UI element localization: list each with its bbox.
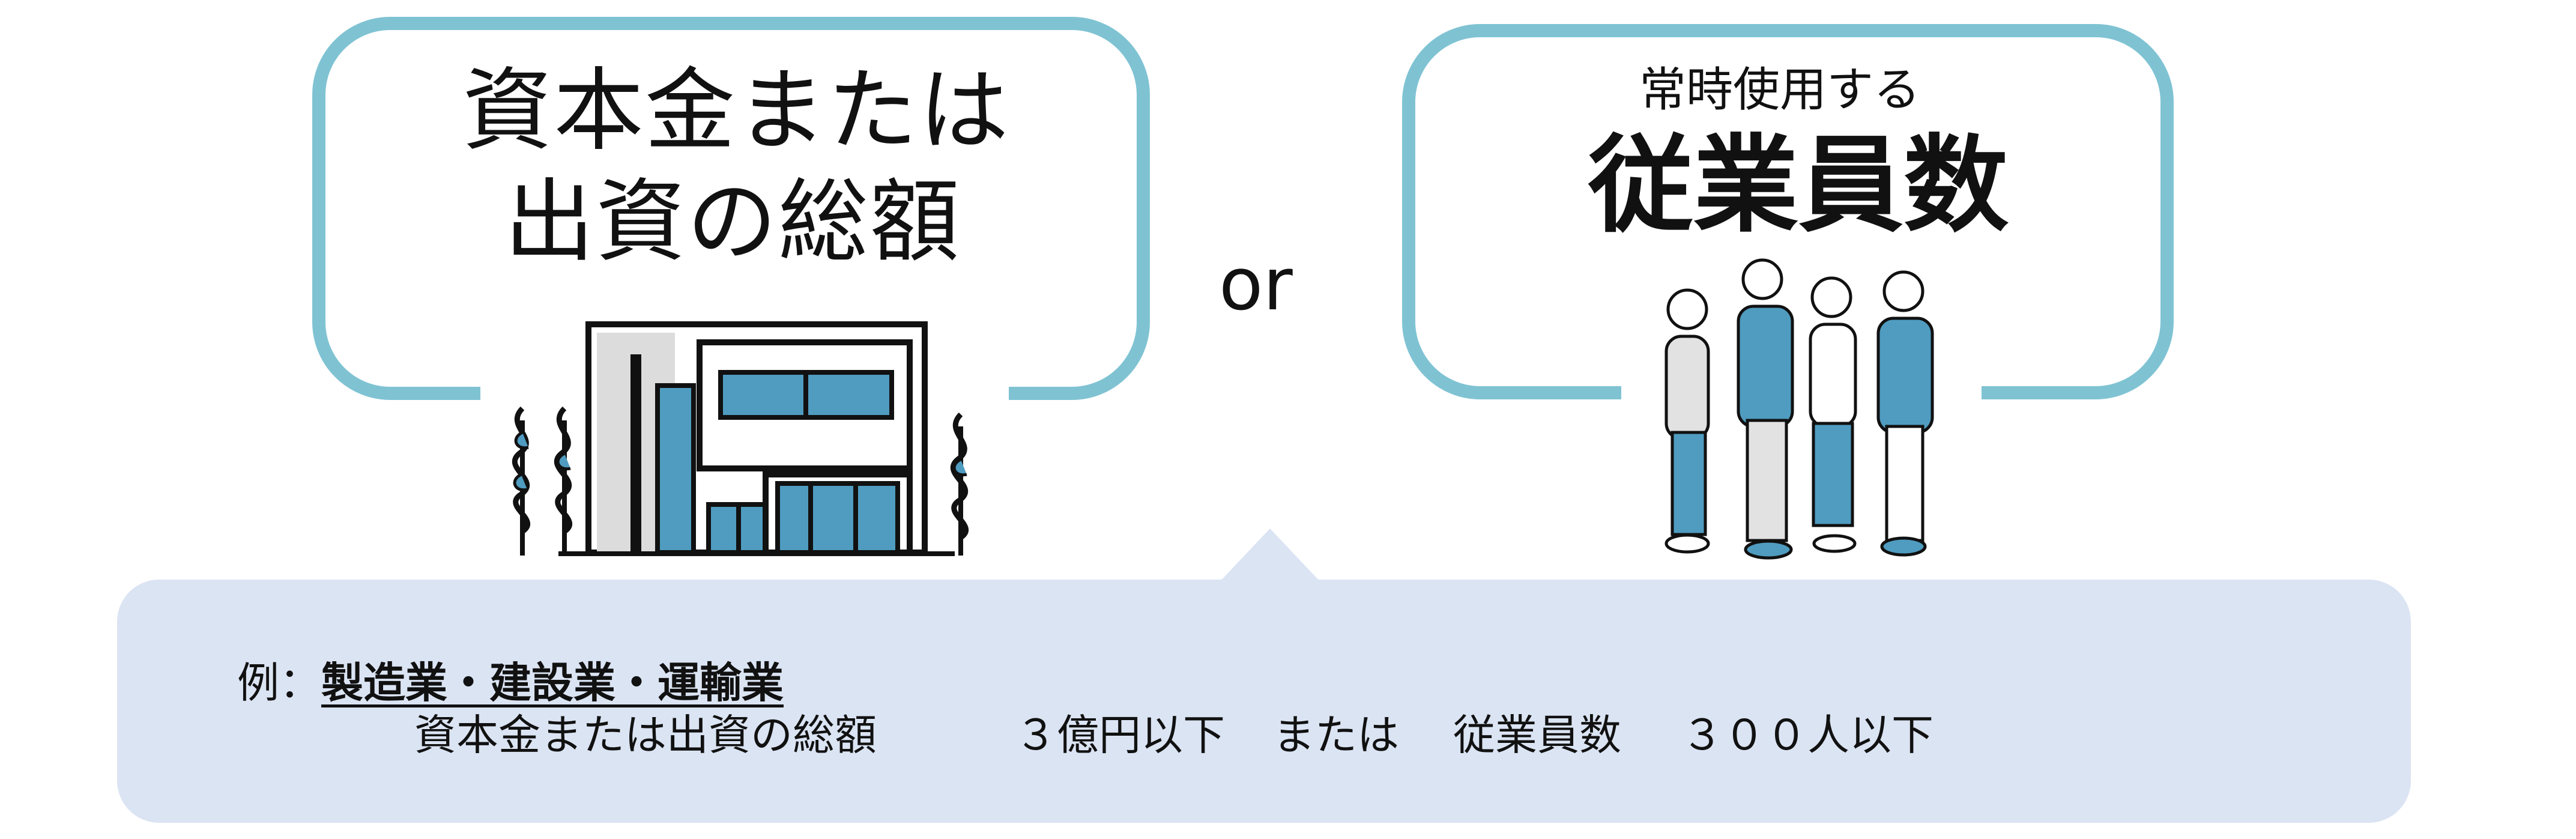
note-employee-label: 従業員数 <box>1453 710 1621 760</box>
left-card-line2: 出資の総額 <box>504 170 961 274</box>
note-box <box>117 580 2411 823</box>
note-criterion-label: 資本金または出資の総額 <box>414 710 877 760</box>
note-industries: 製造業・建設業・運輸業 <box>321 658 784 707</box>
right-card-title: 従業員数 <box>1588 125 2009 247</box>
left-card-line1: 資本金または <box>462 59 1011 163</box>
note-or-word: または <box>1273 710 1399 760</box>
or-connector: or <box>1219 243 1293 327</box>
tree-icon <box>950 412 969 556</box>
note-employee-limit: ３００人以下 <box>1681 710 1934 760</box>
note-prefix: 例： <box>237 658 321 707</box>
note-pointer <box>1219 529 1321 583</box>
tree-icon <box>512 406 572 556</box>
note-capital-limit: ３億円以下 <box>1015 710 1225 760</box>
right-card-subtitle: 常時使用する <box>1639 63 1921 117</box>
note-line1: 例：製造業・建設業・運輸業 <box>237 658 784 708</box>
people-icon <box>1664 258 1934 560</box>
building-icon <box>558 321 955 556</box>
